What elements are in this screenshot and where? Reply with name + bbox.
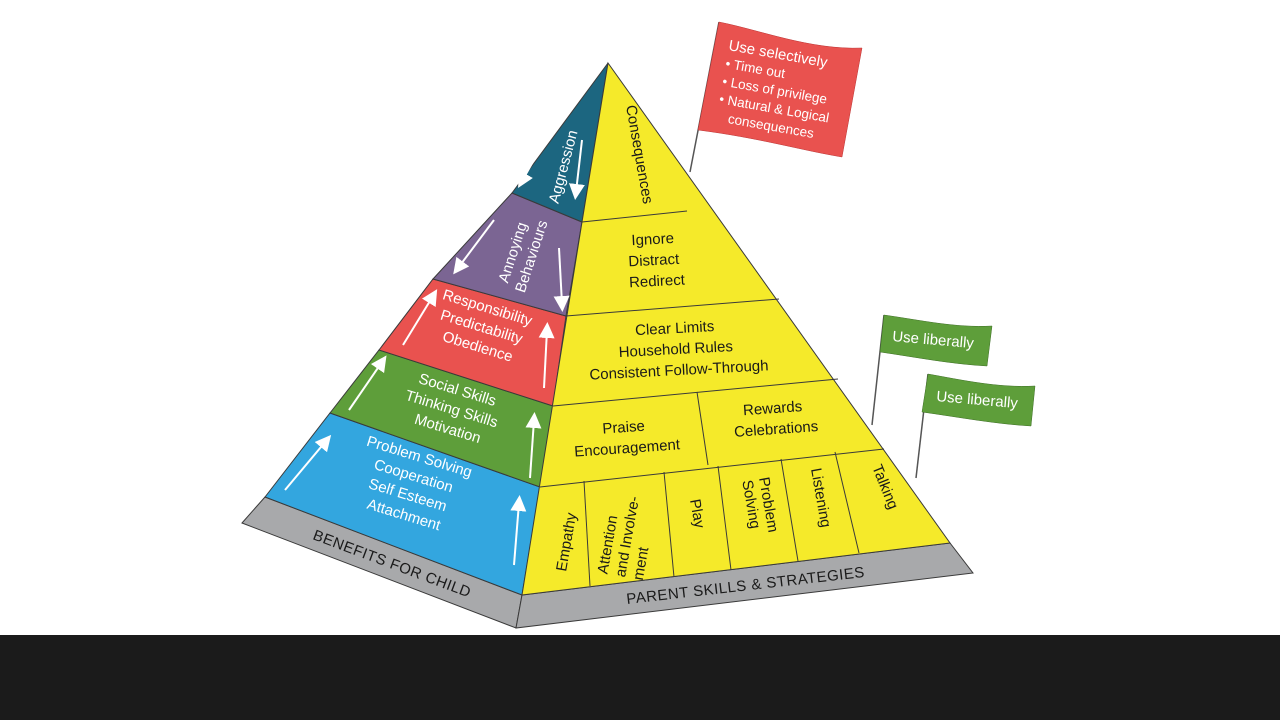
col-div-3 [717, 465, 732, 571]
col-div-5 [834, 451, 860, 554]
divider-praise-rewards [696, 391, 709, 466]
divider-3 [552, 378, 839, 407]
bottom-bar [0, 635, 1280, 720]
divider-2 [565, 298, 780, 317]
label-rewards-celebrations: Rewards Celebrations [732, 397, 819, 441]
red-flag [697, 21, 863, 158]
col-div-4 [780, 458, 799, 562]
col-div-1 [583, 480, 591, 587]
col-div-2 [663, 471, 675, 578]
green-flag-top [879, 314, 993, 367]
divider-1 [581, 210, 688, 223]
left-face-arrows [284, 134, 585, 566]
green-flag-bottom [921, 373, 1036, 427]
right-face [521, 61, 951, 596]
label-ignore-distract-redirect: Ignore Distract Redirect [626, 230, 686, 292]
col-play: Play [686, 498, 708, 530]
divider-4 [539, 448, 885, 488]
